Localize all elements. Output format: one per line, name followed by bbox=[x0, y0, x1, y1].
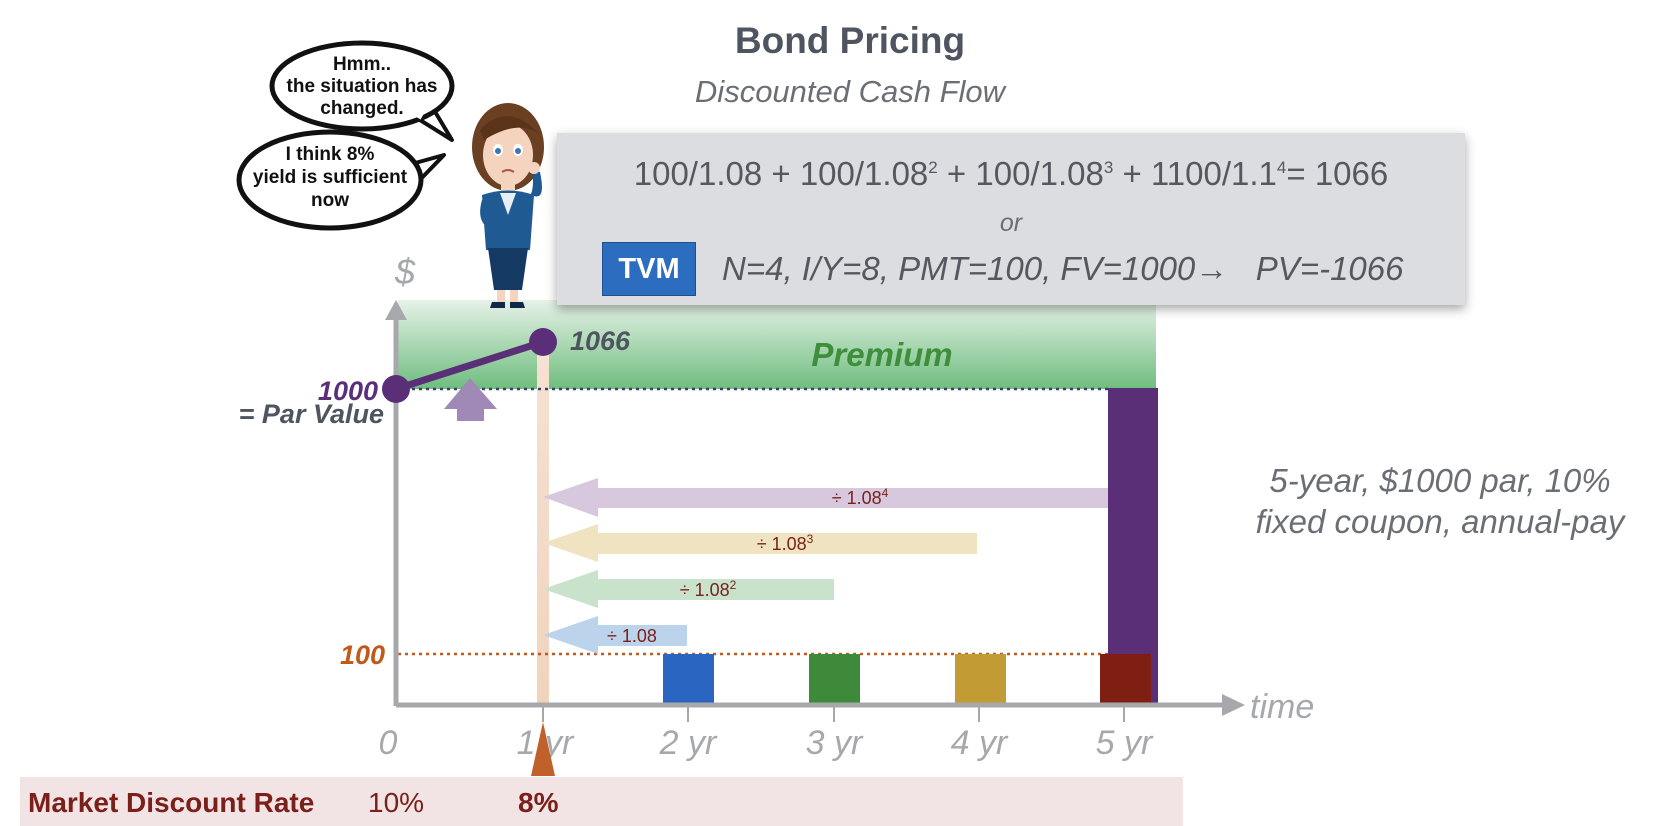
speech-bubble-2: I think 8% yield is sufficient now bbox=[236, 129, 446, 231]
market-rate-old: 10% bbox=[368, 787, 425, 818]
formula-or: or bbox=[999, 209, 1023, 237]
price-change-line bbox=[394, 338, 545, 393]
discount-arrow-3-label: ÷ 1.083 bbox=[757, 532, 814, 554]
bubble1-line3: changed. bbox=[320, 98, 403, 119]
formula-exp-3: 3 bbox=[1103, 158, 1114, 177]
premium-band bbox=[398, 300, 1156, 389]
market-rate-new: 8% bbox=[518, 787, 559, 818]
formula-part-2: + 100/1.08 bbox=[937, 155, 1104, 192]
tvm-result: PV=-1066 bbox=[1255, 250, 1404, 287]
formula-result: = 1066 bbox=[1286, 155, 1389, 192]
bond-description: 5-year, $1000 par, 10% fixed coupon, ann… bbox=[1255, 462, 1625, 540]
discount-arrow-1-label: ÷ 1.08 bbox=[607, 626, 657, 646]
label-1066: 1066 bbox=[570, 326, 631, 356]
tvm-badge: TVM bbox=[602, 242, 696, 296]
tvm-calculation: N=4, I/Y=8, PMT=100, FV=1000→ PV=-1066 bbox=[722, 250, 1404, 288]
price-point-1000 bbox=[382, 375, 410, 403]
price-point-1066 bbox=[529, 328, 557, 356]
formula-box: 100/1.08 + 100/1.082 + 100/1.083 + 1100/… bbox=[557, 133, 1465, 305]
discount-arrow-2-label: ÷ 1.082 bbox=[680, 578, 737, 600]
discount-arrow-3 bbox=[543, 524, 977, 562]
y-axis-arrowhead bbox=[385, 300, 407, 320]
businesswoman-icon bbox=[472, 103, 544, 308]
market-rate-label: Market Discount Rate bbox=[28, 787, 315, 818]
dcf-formula: 100/1.08 + 100/1.082 + 100/1.083 + 1100/… bbox=[557, 155, 1465, 193]
tvm-inputs: N=4, I/Y=8, PMT=100, FV=1000 bbox=[722, 250, 1196, 287]
premium-label: Premium bbox=[811, 336, 952, 373]
formula-exp-2: 2 bbox=[928, 158, 938, 177]
market-rate-bar: Market Discount Rate 10% 8% bbox=[20, 777, 1183, 826]
coupon-bar-year4 bbox=[955, 654, 1006, 706]
tick-label-2yr: 2 yr bbox=[659, 724, 718, 762]
discount-arrow-4-label: ÷ 1.084 bbox=[832, 486, 889, 508]
bubble2-line2: yield is sufficient bbox=[253, 167, 408, 188]
discount-arrow-1 bbox=[543, 616, 687, 654]
bubble2-line1: I think 8% bbox=[286, 144, 375, 165]
arrow-right-icon: → bbox=[1195, 250, 1229, 287]
bubble1-line2: the situation has bbox=[287, 76, 438, 97]
x-axis-arrowhead bbox=[1222, 694, 1245, 716]
year1-pointer-icon bbox=[531, 722, 555, 776]
coupon-bar-year3 bbox=[809, 654, 860, 706]
label-1000: 1000 bbox=[318, 376, 378, 406]
tick-label-4yr: 4 yr bbox=[951, 724, 1009, 762]
y-axis-label: $ bbox=[394, 251, 416, 292]
coupon-bar-year2 bbox=[663, 654, 714, 706]
label-par-value: = Par Value bbox=[239, 399, 384, 429]
tick-label-5yr: 5 yr bbox=[1096, 724, 1154, 762]
page-title: Bond Pricing bbox=[734, 20, 966, 61]
formula-part-1: 100/1.08 + 100/1.08 bbox=[633, 155, 929, 192]
principal-bar bbox=[1108, 388, 1158, 706]
bubble2-line3: now bbox=[311, 190, 349, 211]
x-axis-label: time bbox=[1250, 688, 1314, 726]
label-100: 100 bbox=[340, 640, 385, 670]
year1-marker-line bbox=[537, 340, 549, 705]
tick-label-0: 0 bbox=[379, 724, 398, 762]
formula-exp-4: 4 bbox=[1276, 158, 1287, 177]
formula-part-3: + 1100/1.1 bbox=[1113, 155, 1277, 192]
tick-label-3yr: 3 yr bbox=[806, 724, 864, 762]
discount-arrow-2 bbox=[543, 570, 834, 608]
page-subtitle: Discounted Cash Flow bbox=[694, 74, 1006, 109]
speech-bubble-1: Hmm.. the situation has changed. bbox=[269, 40, 455, 142]
price-up-arrow-icon bbox=[444, 378, 497, 421]
coupon-bar-year5 bbox=[1100, 654, 1151, 706]
bubble1-line1: Hmm.. bbox=[333, 54, 391, 75]
discount-arrow-4 bbox=[543, 478, 1108, 517]
